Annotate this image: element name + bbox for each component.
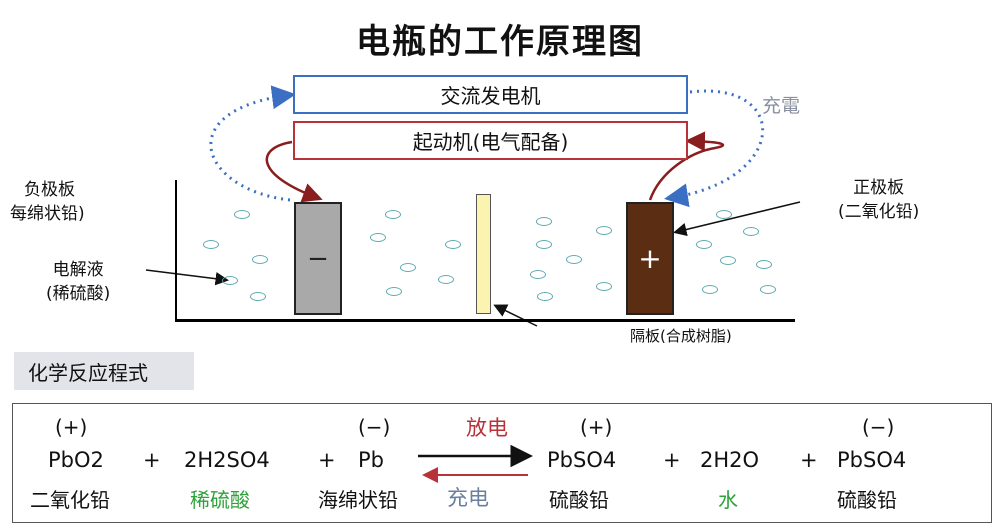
product-2-name: 水 xyxy=(718,488,738,512)
bubble xyxy=(445,240,461,249)
separator-plate xyxy=(476,194,491,314)
product-2-formula: 2H2O xyxy=(700,448,760,472)
product-1-name: 硫酸铅 xyxy=(549,488,609,512)
bubble xyxy=(252,255,268,264)
product-3-name: 硫酸铅 xyxy=(837,488,897,512)
positive-plate-label: 正极板 (二氧化铅) xyxy=(838,176,919,224)
discharge-flow-right xyxy=(648,131,725,201)
bubble xyxy=(696,240,712,249)
generator-box: 交流发电机 xyxy=(293,75,688,114)
bubble xyxy=(385,210,401,219)
separator-label: 隔板(合成树脂) xyxy=(630,327,732,345)
reaction-heading: 化学反应程式 xyxy=(14,352,194,390)
reactant-3-formula: Pb xyxy=(358,448,384,472)
electrolyte-label: 电解液 (稀硫酸) xyxy=(46,258,110,306)
reactant-1-charge: (+) xyxy=(55,415,88,439)
bubble xyxy=(530,270,546,279)
reactant-1-formula: PbO2 xyxy=(48,448,104,472)
positive-plate-leader xyxy=(673,201,801,237)
plus-sign: + xyxy=(663,448,681,472)
bubble xyxy=(566,255,582,264)
negative-plate: − xyxy=(294,202,342,315)
product-1-charge: (+) xyxy=(580,415,613,439)
plus-sign: + xyxy=(143,448,161,472)
bubble xyxy=(222,276,238,285)
bubble xyxy=(537,292,553,301)
bubble xyxy=(536,240,552,249)
charge-reaction-label: 充电 xyxy=(447,486,489,510)
charge-flow-left xyxy=(209,85,296,202)
reactant-2-formula: 2H2SO4 xyxy=(184,448,270,472)
bubble xyxy=(400,263,416,272)
bubble xyxy=(760,285,776,294)
positive-plate-label-line2: (二氧化铅) xyxy=(838,202,920,222)
discharge-flow-left xyxy=(265,140,323,203)
plus-sign: + xyxy=(318,448,336,472)
negative-plate-label: 负极板 每绵状铅) xyxy=(10,178,85,226)
bubble xyxy=(386,287,402,296)
bubble xyxy=(596,226,612,235)
bubble xyxy=(756,260,772,269)
product-3-formula: PbSO4 xyxy=(837,448,907,472)
electrolyte-leader xyxy=(145,269,229,286)
positive-plate-label-line1: 正极板 xyxy=(853,178,905,198)
positive-plate: + xyxy=(626,202,674,315)
bubble xyxy=(250,292,266,301)
separator-leader xyxy=(493,304,538,327)
bubble xyxy=(720,256,736,265)
bubble xyxy=(536,217,552,226)
product-3-charge: (−) xyxy=(862,415,895,439)
bubble xyxy=(596,282,612,291)
electrolyte-label-line2: (稀硫酸) xyxy=(46,284,111,304)
diagram-title: 电瓶的工作原理图 xyxy=(356,22,644,62)
reactant-3-charge: (−) xyxy=(358,415,391,439)
negative-plate-label-line1: 负极板 xyxy=(24,180,75,200)
negative-plate-label-line2: 每绵状铅) xyxy=(10,204,85,224)
bubble xyxy=(234,210,250,219)
equation-box xyxy=(12,403,992,523)
bubble xyxy=(743,227,759,236)
starter-box: 起动机(电气配备) xyxy=(293,121,688,160)
charge-label: 充電 xyxy=(762,95,801,117)
bubble xyxy=(702,285,718,294)
battery-tank xyxy=(175,180,795,322)
bubble xyxy=(370,233,386,242)
bubble xyxy=(716,210,732,219)
product-1-formula: PbSO4 xyxy=(547,448,617,472)
reactant-2-name: 稀硫酸 xyxy=(190,488,250,512)
plus-sign: + xyxy=(800,448,818,472)
electrolyte-label-line1: 电解液 xyxy=(52,260,104,280)
reactant-3-name: 海绵状铅 xyxy=(318,488,398,512)
reactant-1-name: 二氧化铅 xyxy=(30,488,110,512)
discharge-label: 放电 xyxy=(466,416,508,440)
bubble xyxy=(438,275,454,284)
bubble xyxy=(203,240,219,249)
